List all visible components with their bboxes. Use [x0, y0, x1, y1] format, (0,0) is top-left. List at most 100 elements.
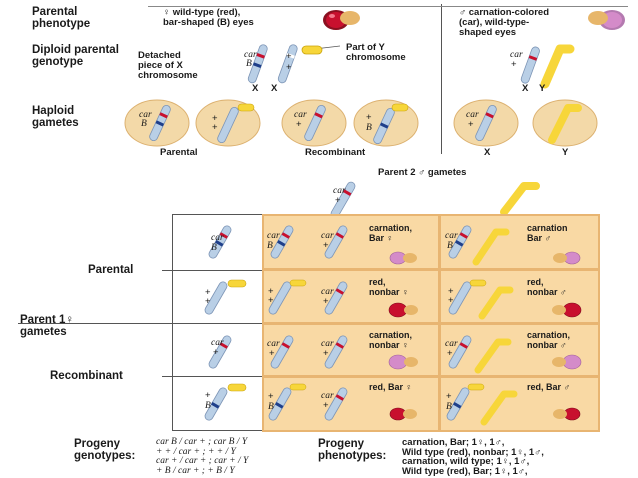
cell-r2-c1-line2: nonbar ♀ [369, 287, 409, 297]
cell-r1-c1-line1: carnation, [369, 223, 413, 233]
male-car-allele: car [510, 50, 523, 60]
cell-r1-c1-car2: car [321, 231, 334, 241]
row2-plus: + [205, 287, 211, 298]
detached-label: Detached piece of X chromosome [138, 51, 198, 81]
cell-r3-c1-plus2: + [323, 348, 329, 359]
cell-r3-c1-line1: carnation, [369, 330, 413, 340]
cell-r1-c2-car: car [445, 231, 458, 241]
male-phenotype: ♂ carnation-colored (car), wild-type- sh… [459, 8, 549, 38]
female-plus-allele: + [286, 51, 292, 62]
cell-r3-c1-phenotype: carnation, nonbar ♀ [369, 330, 412, 350]
gamete3-car: car [294, 110, 307, 120]
genotype-line-3: car + / car + ; car + / Y [156, 456, 249, 467]
cell-r3-c2-line1: carnation, [527, 330, 571, 340]
male-chromosome-pair-icon [520, 44, 575, 89]
gamete-ovals [124, 99, 598, 147]
diploid-text: Diploid parental genotype [32, 44, 119, 68]
cell-r4-c2-phenotype: red, Bar ♂ [527, 382, 570, 392]
progeny-phenotypes-label: Progeny phenotypes: [318, 438, 386, 462]
part-y-line1: Part of Y [346, 42, 385, 53]
cell-r2-c1-line1: red, [369, 277, 386, 287]
cell-r4-c2-line1: red, Bar ♂ [527, 382, 571, 392]
male-chrom-label-x: X [522, 83, 529, 94]
cell-r1-c1-plus: + [323, 240, 329, 251]
grid-parental-label: Parental [88, 264, 134, 276]
cell-r4-c2-plus: + [446, 391, 452, 402]
gamete3-plus: + [296, 119, 302, 130]
gamete2-plus: + [212, 113, 218, 124]
cell-r1-c1-phenotype: carnation, Bar ♀ [369, 223, 412, 243]
cell-r1-c1-car: car [267, 231, 280, 241]
detached-line2: piece of X [138, 60, 183, 71]
part-y-line2: chromosome [346, 52, 406, 63]
recomb-bracket-tick [162, 376, 172, 377]
gamete4-b: B [366, 123, 372, 133]
cell-r3-c1-line2: nonbar ♀ [369, 340, 409, 350]
row3-car: car [211, 338, 224, 348]
male-chrom-label-y: Y [539, 83, 546, 94]
gamete1-b: B [141, 119, 147, 129]
genotype-line-1: car B / car + ; car B / Y [156, 437, 248, 447]
cell-r2-c2-line1: red, [527, 277, 544, 287]
parent2-y-chromosome-icon [500, 182, 540, 216]
parental-phenotype-text: Parental phenotype [32, 6, 91, 30]
diploid-label: Diploid parental genotype [32, 44, 127, 68]
parent2-car: car [333, 186, 346, 196]
cell-r4-c1-b: B [268, 402, 274, 412]
cell-r4-c1-line1: red, Bar ♀ [369, 382, 413, 392]
row-bracket [172, 214, 173, 430]
parent-divider [441, 4, 442, 154]
cell-r3-c1-car: car [267, 339, 280, 349]
female-plus-allele-2: + [286, 62, 292, 73]
cell-r1-c1-line2: Bar ♀ [369, 233, 394, 243]
cell-r2-c2-phenotype: red, nonbar ♂ [527, 277, 567, 297]
cell-r2-c1-car: car [321, 287, 334, 297]
female-chrom-label-2: X [271, 83, 278, 94]
phenotype-line-3: carnation, wild type; 1♀, 1♂, [402, 456, 530, 468]
male-carnation-eye-icon [588, 10, 625, 30]
cell-r1-c2-line1: carnation [527, 223, 568, 233]
row-line-4 [172, 430, 262, 431]
gamete-recombinant-label: Recombinant [305, 147, 366, 158]
female-chrom-label-1: X [252, 83, 259, 94]
male-gamete-y [532, 99, 598, 147]
row2-plus-2: + [205, 296, 211, 307]
female-phenotype-line2: bar-shaped (B) eyes [163, 17, 254, 28]
cell-r2-c2-plus: + [448, 286, 454, 297]
row3-plus: + [213, 347, 219, 358]
gamete-y-label: Y [562, 147, 569, 158]
phenotype-line-1: carnation, Bar; 1♀, 1♂, [402, 437, 505, 448]
cell-r3-c1-plus: + [269, 348, 275, 359]
parent1-gametes-label: Parent 1♀ gametes [20, 314, 106, 338]
progeny-phenotype-list: carnation, Bar; 1♀, 1♂, Wild type (red),… [402, 438, 544, 476]
row1-b: B [211, 243, 217, 253]
progeny-phenotypes-line1: Progeny [318, 438, 365, 450]
gamete-x-label: X [484, 147, 491, 158]
row-line-2 [172, 270, 262, 271]
cell-r1-c2-b: B [447, 241, 453, 251]
female-chromosome-pair-icon [247, 44, 341, 84]
row-divider-main [18, 323, 262, 324]
gamete5-car: car [466, 110, 479, 120]
cell-r4-c1-phenotype: red, Bar ♀ [369, 382, 412, 392]
parent2-x-chromosome-icon [330, 181, 356, 219]
female-car-allele: car [244, 50, 257, 60]
parent1-gametes-text: Parent 1♀ gametes [20, 314, 75, 338]
cell-r1-c2-line2: Bar ♂ [527, 233, 552, 243]
cell-r2-c1-plus3: + [323, 296, 329, 307]
part-y-label: Part of Y chromosome [346, 43, 406, 63]
cell-r2-c2-line2: nonbar ♂ [527, 287, 567, 297]
phenotype-line-4: Wild type (red), Bar; 1♀, 1♂, [402, 465, 528, 477]
row-line-3 [172, 376, 262, 377]
cell-r4-c1-car: car [321, 391, 334, 401]
cell-r3-c2-plus: + [447, 348, 453, 359]
cell-r4-c2 [441, 378, 598, 430]
male-phenotype-line1: ♂ carnation-colored [459, 7, 549, 18]
cell-r2-c1-phenotype: red, nonbar ♀ [369, 277, 409, 297]
female-red-bar-eye-icon [323, 10, 360, 30]
cell-r4-c2-b: B [446, 402, 452, 412]
female-phenotype-line1: ♀ wild-type (red), [163, 7, 241, 18]
row-line-1 [172, 214, 262, 215]
female-b-allele: B [246, 59, 252, 69]
